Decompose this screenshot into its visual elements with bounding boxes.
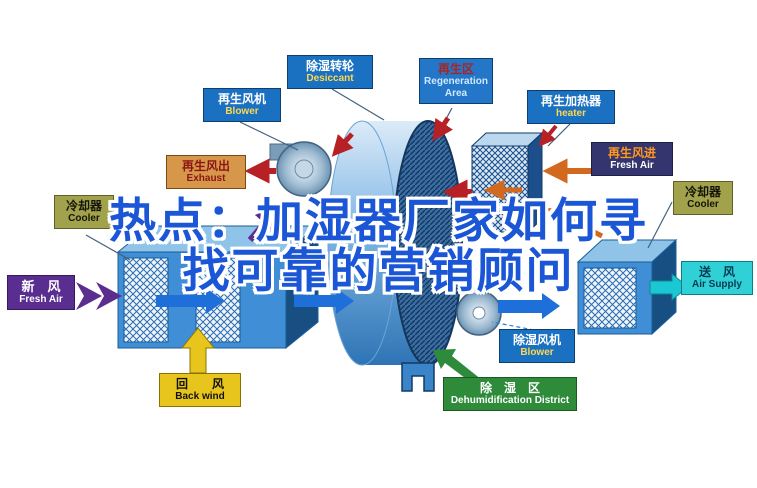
label-dehum-blower-zh: 除湿风机 — [512, 333, 561, 347]
label-air-supply-en: Air Supply — [691, 279, 742, 291]
label-exhaust-en: Exhaust — [186, 173, 226, 185]
label-desiccant-zh: 除湿转轮 — [305, 59, 354, 73]
label-regen-fresh-air: 再生风进 Fresh Air — [591, 142, 673, 176]
label-regen-fresh-air-zh: 再生风进 — [607, 146, 656, 160]
label-dehum-blower: 除湿风机 Blower — [499, 329, 575, 363]
label-air-supply-zh: 送 风 — [698, 265, 735, 279]
label-regen-blower-en: Blower — [225, 106, 259, 118]
label-regeneration-area-en: Regeneration Area — [424, 76, 488, 99]
label-exhaust: 再生风出 Exhaust — [166, 155, 246, 189]
airflow-arrows-purple — [76, 204, 281, 310]
label-cooler-left-zh: 冷却器 — [65, 199, 102, 213]
label-dehum-district: 除 湿 区 Dehumidification District — [443, 377, 577, 411]
label-dehum-district-zh: 除 湿 区 — [479, 381, 540, 395]
label-cooler-right: 冷却器 Cooler — [673, 181, 733, 215]
headline-line2: 找可靠的营销顾问 — [182, 243, 575, 297]
label-cooler-left-en: Cooler — [68, 213, 100, 225]
return-air-arrow — [180, 327, 216, 374]
label-back-wind-en: Back wind — [175, 391, 225, 403]
regeneration-fan — [269, 141, 332, 197]
label-regen-heater: 再生加热器 heater — [527, 90, 615, 124]
label-fresh-air: 新 风 Fresh Air — [7, 275, 75, 311]
label-dehum-blower-en: Blower — [520, 347, 554, 359]
label-fresh-air-zh: 新 风 — [21, 279, 61, 294]
label-regen-heater-zh: 再生加热器 — [540, 94, 601, 108]
label-regen-fresh-air-en: Fresh Air — [610, 160, 654, 172]
label-dehum-district-en: Dehumidification District — [450, 395, 570, 407]
label-desiccant-en: Desiccant — [306, 73, 354, 85]
label-cooler-left: 冷却器 Cooler — [54, 195, 114, 229]
dehumidification-fan — [456, 290, 502, 336]
label-regeneration-area: 再生区 Regeneration Area — [419, 58, 493, 104]
headline: 热点：加湿器厂家如何寻 找可靠的营销顾问 — [0, 196, 757, 296]
label-regen-heater-en: heater — [555, 108, 586, 120]
label-back-wind-zh: 回 风 — [175, 377, 224, 391]
label-regen-blower: 再生风机 Blower — [203, 88, 281, 122]
airflow-arrows-orange — [483, 158, 604, 239]
label-regen-blower-zh: 再生风机 — [217, 92, 266, 106]
wheel-mount-bracket — [401, 362, 435, 392]
label-back-wind: 回 风 Back wind — [159, 373, 241, 407]
headline-line1: 热点：加湿器厂家如何寻 — [109, 194, 648, 247]
label-regeneration-area-zh: 再生区 — [437, 62, 474, 76]
label-fresh-air-en: Fresh Air — [19, 294, 63, 306]
airflow-arrows-blue — [156, 288, 560, 319]
label-exhaust-zh: 再生风出 — [181, 159, 230, 173]
label-air-supply: 送 风 Air Supply — [681, 261, 753, 295]
label-cooler-right-en: Cooler — [687, 199, 719, 211]
supply-air-arrow — [649, 272, 689, 302]
label-cooler-right-zh: 冷却器 — [684, 185, 721, 199]
airflow-arrows-red — [244, 116, 558, 205]
label-desiccant: 除湿转轮 Desiccant — [287, 55, 373, 89]
